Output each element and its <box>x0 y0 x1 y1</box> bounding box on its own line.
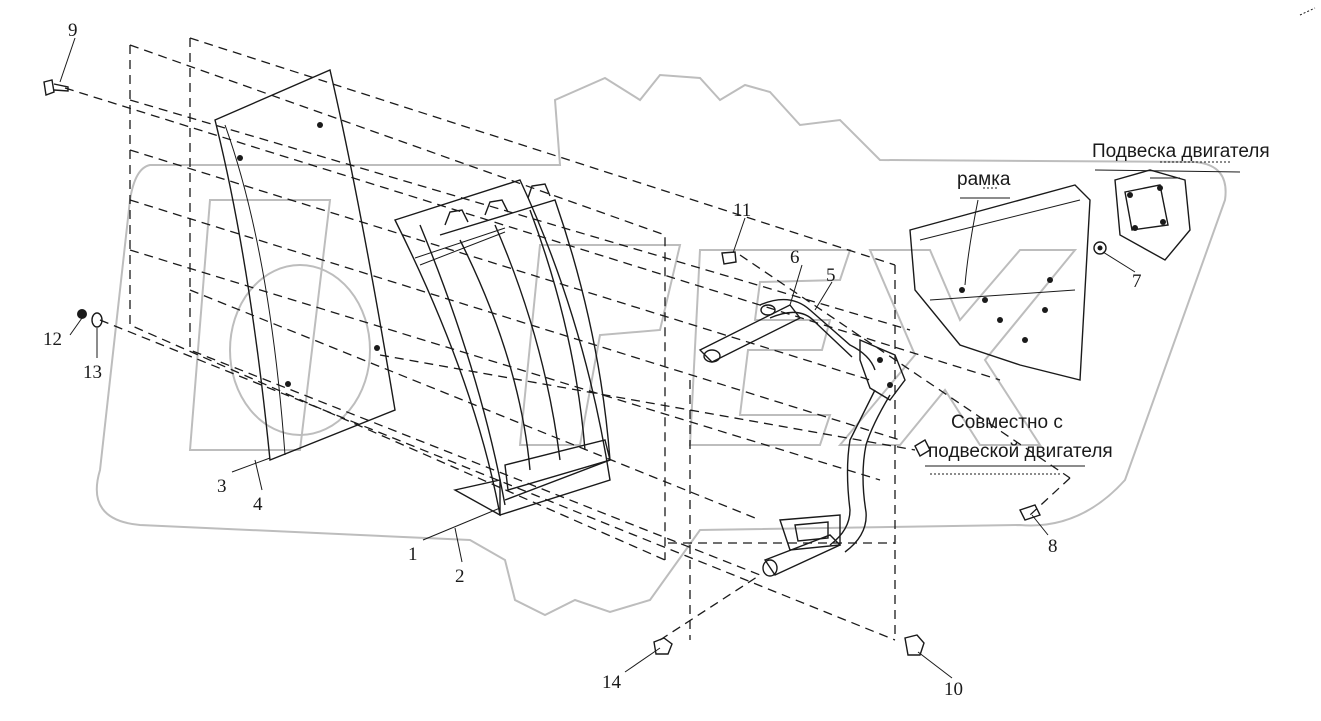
label-frame: рамка <box>957 169 1011 190</box>
callout-labels: Подвеска двигателя рамка Совместно с под… <box>928 141 1270 462</box>
bolt-8-icon <box>1019 504 1041 521</box>
label-together-line2: подвеской двигателя <box>928 441 1113 462</box>
part-number-9: 9 <box>68 20 78 41</box>
part-number-4: 4 <box>253 494 263 515</box>
engine-mount-part <box>1114 169 1191 261</box>
bolt-axes <box>64 87 1071 641</box>
nut-7-icon <box>1093 241 1107 255</box>
part-number-5: 5 <box>826 265 836 286</box>
part-number-3: 3 <box>217 476 227 497</box>
nut-12-icon <box>77 309 87 319</box>
nut-10-icon <box>904 634 925 656</box>
bolt-11-icon <box>721 251 737 265</box>
part-number-8: 8 <box>1048 536 1058 557</box>
part-numbers: 9 12 13 3 4 1 2 11 6 5 7 8 14 10 <box>43 20 1142 700</box>
part-number-6: 6 <box>790 247 800 268</box>
frame-rail-part <box>909 184 1091 381</box>
part-number-14: 14 <box>602 672 622 693</box>
part-number-12: 12 <box>43 329 62 350</box>
curved-shield-part <box>214 69 396 461</box>
label-together-line1: Совместно с <box>951 412 1063 433</box>
grille-guard-part <box>394 179 611 517</box>
part-number-11: 11 <box>733 200 751 221</box>
part-number-13: 13 <box>83 362 102 383</box>
label-engine-mount: Подвеска двигателя <box>1092 141 1270 162</box>
projection-frames <box>129 37 896 640</box>
tiny-annotations <box>930 7 1316 475</box>
bolt-9-icon <box>43 79 69 96</box>
washer-13-icon <box>91 312 103 328</box>
nut-14-icon <box>653 637 673 655</box>
leader-lines <box>59 37 1241 679</box>
fasteners <box>43 79 1107 656</box>
part-number-1: 1 <box>408 544 418 565</box>
part-number-7: 7 <box>1132 271 1142 292</box>
bracket-tube-part <box>698 298 906 577</box>
part-number-2: 2 <box>455 566 465 587</box>
bolt-shared-icon <box>914 439 931 457</box>
watermark-gear-icon <box>95 73 1227 617</box>
part-number-10: 10 <box>944 679 963 700</box>
